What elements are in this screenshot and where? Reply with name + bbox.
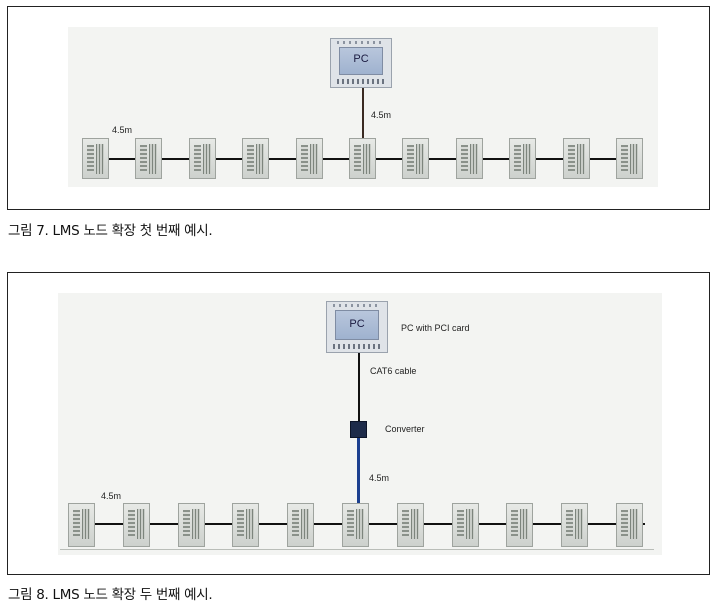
figure-7-pc-label: PC [353, 53, 369, 65]
pc-keyboard-icon [337, 79, 385, 84]
figure-8-uplink-length: 4.5m [369, 473, 390, 483]
figure-8-pc: PC [326, 301, 388, 353]
figure-8-node-8 [451, 503, 479, 547]
figure-7-frame [7, 6, 710, 210]
figure-7-node-2 [135, 138, 163, 179]
pc-vent-icon [333, 304, 381, 307]
figure-8-cable-label: CAT6 cable [370, 366, 417, 376]
pc-monitor-icon [339, 47, 383, 75]
pc-monitor-icon [335, 310, 379, 340]
figure-8-node-7 [396, 503, 424, 547]
figure-8-node-5 [287, 503, 315, 547]
figure-7-node-9 [509, 138, 537, 179]
figure-8-node-6 [342, 503, 369, 547]
pc-vent-icon [337, 41, 385, 44]
figure-8-cat6-link [358, 352, 360, 421]
figure-8-fiber-link [357, 437, 360, 508]
figure-7-node-7 [402, 138, 430, 179]
figure-8-node-1 [68, 503, 95, 547]
figure-8-node-10 [561, 503, 589, 547]
figure-7-caption: 그림 7. LMS 노드 확장 첫 번째 예시. [8, 223, 213, 239]
figure-8-converter-label: Converter [385, 424, 425, 434]
figure-8-pc-description: PC with PCI card [401, 323, 470, 333]
figure-7-node-10 [562, 138, 590, 179]
figure-8-caption: 그림 8. LMS 노드 확장 두 번째 예시. [8, 587, 213, 603]
figure-7-node-3 [188, 138, 216, 179]
figure-7-node-4 [242, 138, 270, 179]
figure-7-pc: PC [330, 38, 392, 88]
figure-8-pc-label: PC [349, 318, 365, 330]
figure-7-node-11 [616, 138, 643, 179]
figure-8-base-rail [60, 549, 654, 550]
figure-7-node-spacing: 4.5m [112, 125, 133, 135]
figure-7-pc-uplink [362, 87, 364, 147]
figure-8-node-11 [616, 503, 643, 547]
converter-box-icon [350, 421, 367, 438]
figure-7-node-6 [349, 138, 376, 179]
figure-8-node-3 [177, 503, 205, 547]
pc-keyboard-icon [333, 344, 381, 349]
figure-8-node-9 [506, 503, 534, 547]
figure-7-node-5 [295, 138, 323, 179]
figure-7-uplink-length: 4.5m [371, 110, 392, 120]
figure-8-node-4 [232, 503, 260, 547]
figure-8-node-2 [122, 503, 150, 547]
figure-7-node-8 [455, 138, 483, 179]
figure-7-node-1 [82, 138, 109, 179]
figure-8-node-spacing: 4.5m [101, 491, 122, 501]
